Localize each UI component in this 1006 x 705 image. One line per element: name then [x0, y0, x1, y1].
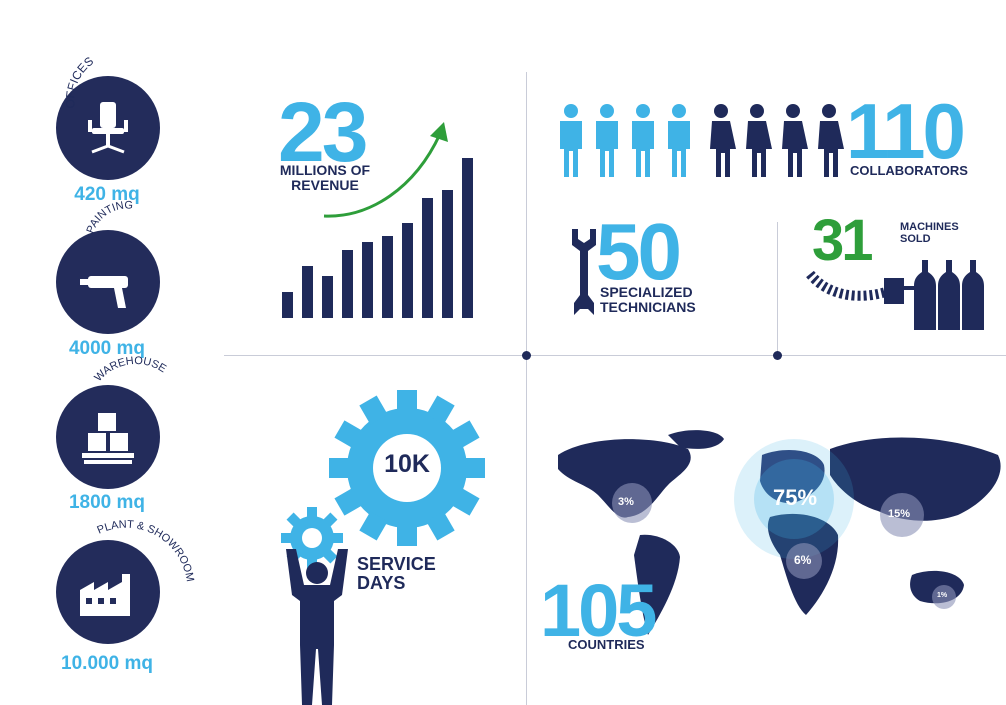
technicians-caption: SPECIALIZED TECHNICIANS: [600, 284, 696, 315]
person-icon-male: [668, 104, 690, 177]
person-icon-female: [782, 104, 808, 177]
revenue-bar: [362, 242, 373, 318]
collaborators-number: 110: [846, 87, 966, 175]
revenue-bar: [322, 276, 333, 318]
gear-icon-large: [329, 390, 485, 546]
gear-icon-small: [281, 507, 343, 569]
painting-arc-label: PAINTING: [84, 199, 133, 235]
collaborators-caption: COLLABORATORS: [850, 163, 968, 178]
machines-number: 31: [812, 208, 873, 273]
person-icon-female: [710, 104, 736, 177]
warehouse-arc-label: WAREHOUSE: [92, 355, 168, 384]
technicians-number: 50: [596, 207, 682, 296]
revenue-bar-chart: [282, 158, 473, 318]
plant-arc-label: PLANT & SHOWROOM: [95, 519, 195, 583]
office-chair-icon: [88, 102, 128, 154]
share-oceania: 1%: [937, 592, 948, 599]
divider-vertical-small: [777, 222, 778, 356]
revenue-caption: MILLIONS OF REVENUE: [279, 162, 371, 193]
people-row: [560, 104, 844, 177]
share-north-america: 3%: [618, 496, 634, 508]
revenue-bar: [462, 158, 473, 318]
bottling-machine-icon: [806, 260, 984, 330]
person-icon-female: [746, 104, 772, 177]
revenue-bar: [422, 198, 433, 318]
offices-value: 420 mq: [74, 184, 140, 205]
revenue-bar: [302, 266, 313, 318]
person-icon-male: [596, 104, 618, 177]
vertical-divider: [526, 72, 527, 705]
revenue-bar: [442, 190, 453, 318]
plant-value: 10.000 mq: [61, 653, 153, 674]
share-africa: 6%: [794, 553, 812, 567]
person-lifting-icon: [286, 549, 348, 705]
warehouse-value: 1800 mq: [68, 492, 146, 513]
spray-gun-icon: [80, 276, 128, 308]
growth-arrow-icon: [323, 122, 448, 218]
horizontal-divider: [224, 355, 1006, 356]
person-icon-female: [818, 104, 844, 177]
person-icon-male: [632, 104, 654, 177]
share-asia: 15%: [888, 508, 911, 520]
revenue-bar: [402, 223, 413, 318]
share-europe: 75%: [773, 485, 818, 510]
divider-dot: [522, 351, 531, 360]
revenue-bar: [382, 236, 393, 318]
svg-text:OFFICES: OFFICES: [63, 54, 96, 109]
boxes-pallet-icon: [82, 413, 134, 464]
painting-value: 4000 mq: [68, 338, 146, 359]
offices-circle: [56, 76, 160, 180]
warehouse-circle: [56, 385, 160, 489]
revenue-bar: [282, 292, 293, 318]
revenue-bar: [342, 250, 353, 318]
service-number: 10K: [384, 450, 430, 478]
wrench-icon: [572, 229, 596, 315]
countries-number: 105: [540, 569, 657, 652]
svg-text:WAREHOUSE: WAREHOUSE: [92, 355, 168, 384]
painting-circle: [56, 230, 160, 334]
person-icon-male: [560, 104, 582, 177]
svg-text:PAINTING: PAINTING: [84, 199, 133, 235]
plant-circle: [56, 540, 160, 644]
revenue-number: 23: [278, 85, 368, 179]
machines-caption: MACHINES SOLD: [900, 221, 959, 245]
service-caption: SERVICE DAYS: [357, 554, 436, 593]
world-map: [558, 430, 1001, 635]
factory-icon: [80, 574, 130, 616]
offices-arc-label: OFFICES: [63, 54, 96, 109]
countries-caption: COUNTRIES: [568, 637, 645, 652]
svg-text:PLANT & SHOWROOM: PLANT & SHOWROOM: [95, 519, 195, 583]
divider-dot: [773, 351, 782, 360]
